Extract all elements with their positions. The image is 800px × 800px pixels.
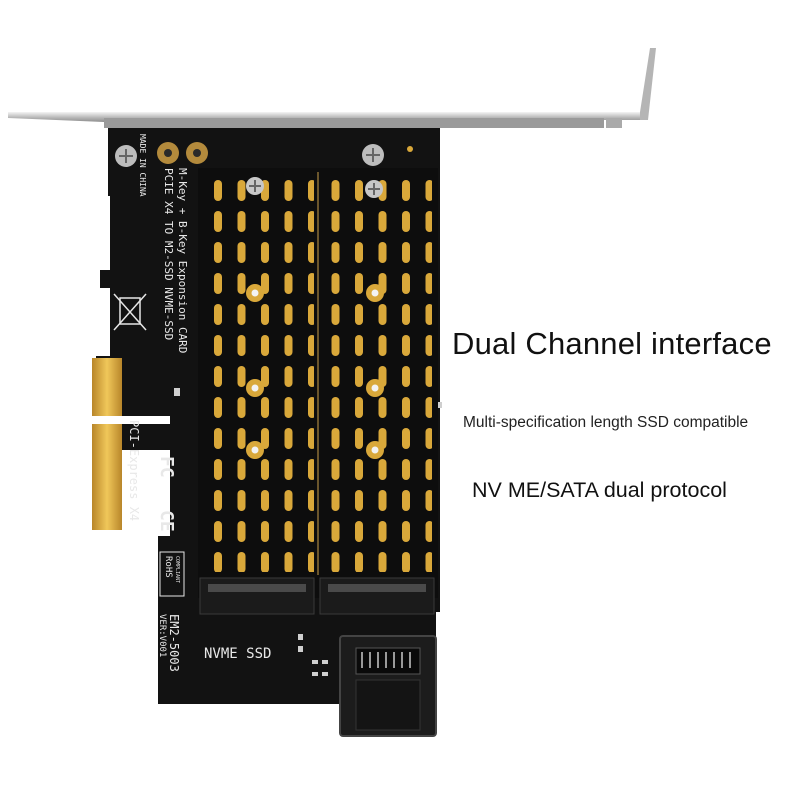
fcc-mark: FC: [156, 456, 177, 478]
headline: Dual Channel interface: [452, 326, 772, 361]
pcb-title-line2: M-Key + B-Key Exponsion CARD: [176, 168, 189, 353]
pcb-nvme-ssd-label: NVME SSD: [204, 646, 271, 662]
weee-disposal-icon: [113, 293, 147, 331]
pcie-gold-fingers: [92, 358, 122, 530]
ce-mark: CE: [156, 510, 177, 532]
sata-connector: [339, 635, 437, 737]
rohs-compliant: COMPLIANT: [174, 556, 180, 583]
pcb-version-label: VER:V001: [157, 614, 167, 657]
subheadline: Multi-specification length SSD compatibl…: [463, 414, 749, 431]
rohs-mark: RoHS: [163, 556, 173, 578]
m2-connectors: [199, 577, 435, 615]
smd-components: [174, 388, 442, 676]
protocol-line: NV ME/SATA dual protocol: [472, 478, 727, 502]
m2-slot-grid: [204, 172, 432, 575]
mounting-screws: [115, 142, 413, 198]
pcb-made-in-label: MADE IN CHINA: [138, 134, 147, 197]
pcb-bus-label: PCI-Express X4: [127, 420, 141, 521]
pcb-model-label: EM2-5003: [167, 614, 181, 672]
pcb-title-line1: PCIE X4 TO M2-SSD NVME-SSD: [162, 168, 175, 340]
metal-bracket: [8, 48, 656, 128]
